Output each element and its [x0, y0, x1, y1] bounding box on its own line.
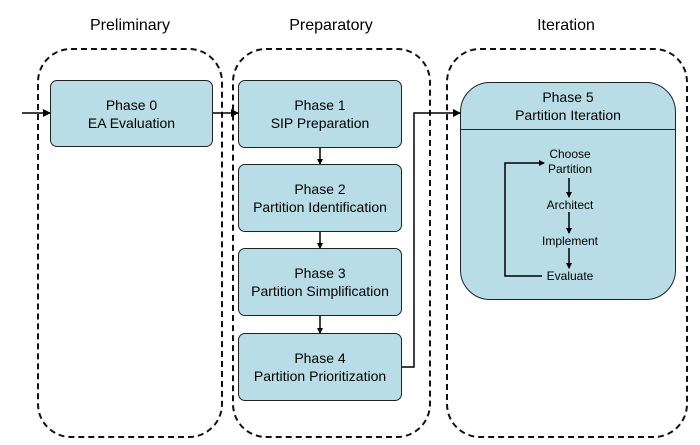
step-choose-line1: Choose: [549, 147, 591, 161]
phase-4-box: Phase 4 Partition Prioritization: [238, 333, 402, 401]
phase-4-label: Partition Prioritization: [253, 368, 387, 384]
preliminary-title: Preliminary: [89, 17, 170, 34]
phase-5-header: Phase 5 Partition Iteration: [461, 83, 675, 130]
phase-3-box: Phase 3 Partition Simplification: [238, 248, 402, 316]
phase-5-title: Phase 5: [542, 89, 594, 105]
phase-4-title: Phase 4: [294, 350, 346, 366]
step-choose-line2: Partition: [547, 162, 593, 176]
phase-3-title: Phase 3: [294, 265, 346, 281]
iteration-group: [446, 48, 688, 438]
phase-3-label: Partition Simplification: [251, 283, 389, 299]
phase-1-label: SIP Preparation: [270, 115, 370, 131]
step-architect: Architect: [546, 198, 594, 212]
phase-1-title: Phase 1: [294, 97, 346, 113]
phase-0-label: EA Evaluation: [87, 114, 176, 131]
step-choose: Choose Partition: [530, 147, 610, 177]
arrow-loop-back: [504, 160, 545, 277]
step-implement: Implement: [541, 234, 599, 248]
phase-5-label: Partition Iteration: [515, 107, 621, 123]
phase-1-box: Phase 1 SIP Preparation: [238, 80, 402, 148]
phase-2-box: Phase 2 Partition Identification: [238, 164, 402, 232]
phase-2-title: Phase 2: [294, 181, 346, 197]
preparatory-group: [232, 48, 431, 438]
phase-0-title: Phase 0: [105, 96, 158, 113]
arrow-phase4-phase5: [402, 109, 461, 368]
preliminary-group: [37, 48, 223, 438]
preparatory-title: Preparatory: [289, 17, 373, 34]
phase-2-label: Partition Identification: [253, 199, 387, 215]
phase-0-box: Phase 0 EA Evaluation: [50, 80, 213, 147]
iteration-title: Iteration: [537, 17, 595, 34]
step-evaluate: Evaluate: [546, 269, 594, 283]
